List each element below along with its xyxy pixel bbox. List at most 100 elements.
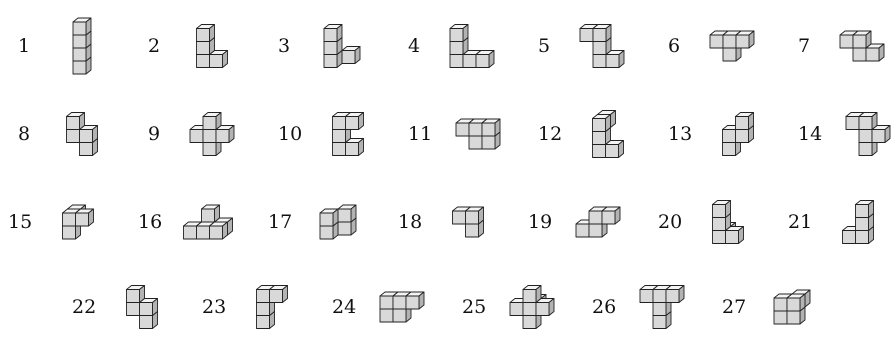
polycube-figure (362, 268, 442, 346)
unit-cube (210, 222, 228, 239)
polycube-figure (42, 95, 122, 173)
polycube-figure (308, 95, 388, 173)
piece-number: 10 (278, 125, 302, 144)
unit-cube (602, 207, 620, 224)
unit-cube (127, 286, 145, 303)
unit-cube (713, 201, 731, 218)
unit-cube (666, 286, 684, 303)
unit-cube (866, 44, 884, 61)
unit-cube (593, 25, 611, 42)
piece-14: 14 (798, 95, 891, 175)
unit-cube (270, 286, 288, 303)
piece-15: 15 (8, 183, 128, 263)
piece-12: 12 (538, 95, 658, 175)
polycube-figure (232, 268, 312, 346)
unit-cube (726, 227, 744, 244)
unit-cube (859, 113, 877, 130)
unit-cube (324, 25, 342, 42)
unit-cube (80, 126, 98, 143)
unit-cube (210, 51, 228, 68)
unit-cube (67, 113, 85, 130)
piece-21: 21 (788, 183, 891, 263)
piece-number: 5 (538, 37, 550, 56)
piece-4: 4 (408, 7, 528, 87)
polycube-figure (688, 183, 768, 261)
polycube-figure (38, 183, 118, 261)
piece-number: 21 (788, 213, 812, 232)
unit-cube (76, 209, 94, 226)
unit-cube (342, 47, 360, 64)
piece-number: 22 (72, 298, 96, 317)
piece-number: 7 (798, 37, 810, 56)
unit-cube (203, 113, 221, 130)
unit-cube (536, 299, 554, 316)
polycube-figure (432, 7, 512, 85)
piece-5: 5 (538, 7, 658, 87)
piece-19: 19 (528, 183, 648, 263)
piece-number: 2 (148, 37, 160, 56)
piece-9: 9 (148, 95, 268, 175)
unit-cube (346, 113, 364, 130)
piece-number: 11 (408, 125, 432, 144)
piece-1: 1 (18, 7, 138, 87)
polycube-figure (438, 95, 518, 173)
polycube-figure (818, 183, 891, 261)
piece-18: 18 (398, 183, 518, 263)
unit-cube (338, 205, 356, 222)
unit-cube (736, 31, 754, 48)
unit-cube (606, 141, 624, 158)
polycube-figure (698, 95, 778, 173)
piece-11: 11 (408, 95, 528, 175)
piece-13: 13 (668, 95, 788, 175)
piece-10: 10 (278, 95, 398, 175)
piece-8: 8 (18, 95, 138, 175)
piece-27: 27 (722, 268, 842, 348)
piece-number: 17 (268, 213, 292, 232)
piece-number: 15 (8, 213, 32, 232)
unit-cube (853, 31, 871, 48)
unit-cube (197, 25, 215, 42)
polycube-figure (568, 95, 648, 173)
unit-cube (466, 207, 484, 224)
polycube-figure (302, 7, 382, 85)
piece-number: 1 (18, 37, 30, 56)
piece-7: 7 (798, 7, 891, 87)
polycube-figure (622, 268, 702, 346)
unit-cube (856, 201, 874, 218)
unit-cube (320, 209, 338, 226)
piece-number: 19 (528, 213, 552, 232)
piece-number: 20 (658, 213, 682, 232)
piece-24: 24 (332, 268, 452, 348)
unit-cube (202, 205, 220, 222)
piece-number: 25 (462, 298, 486, 317)
polycube-figure (298, 183, 378, 261)
piece-number: 16 (138, 213, 162, 232)
piece-3: 3 (278, 7, 398, 87)
piece-number: 4 (408, 37, 420, 56)
piece-number: 3 (278, 37, 290, 56)
unit-cube (787, 294, 805, 311)
piece-22: 22 (72, 268, 192, 348)
piece-6: 6 (668, 7, 788, 87)
piece-number: 24 (332, 298, 356, 317)
polycube-figure (168, 183, 248, 261)
polycube-figure (42, 7, 122, 85)
unit-cube (736, 113, 754, 130)
piece-2: 2 (148, 7, 268, 87)
unit-cube (606, 51, 624, 68)
polycube-figure (102, 268, 182, 346)
unit-cube (523, 286, 541, 303)
unit-cube (140, 299, 158, 316)
polycube-figure (562, 7, 642, 85)
unit-cube (872, 126, 890, 143)
unit-cube (346, 139, 364, 156)
unit-cube (476, 51, 494, 68)
unit-cube (216, 126, 234, 143)
piece-number: 8 (18, 125, 30, 144)
unit-cube (406, 292, 424, 309)
piece-number: 13 (668, 125, 692, 144)
piece-26: 26 (592, 268, 712, 348)
unit-cube (593, 115, 611, 132)
piece-20: 20 (658, 183, 778, 263)
